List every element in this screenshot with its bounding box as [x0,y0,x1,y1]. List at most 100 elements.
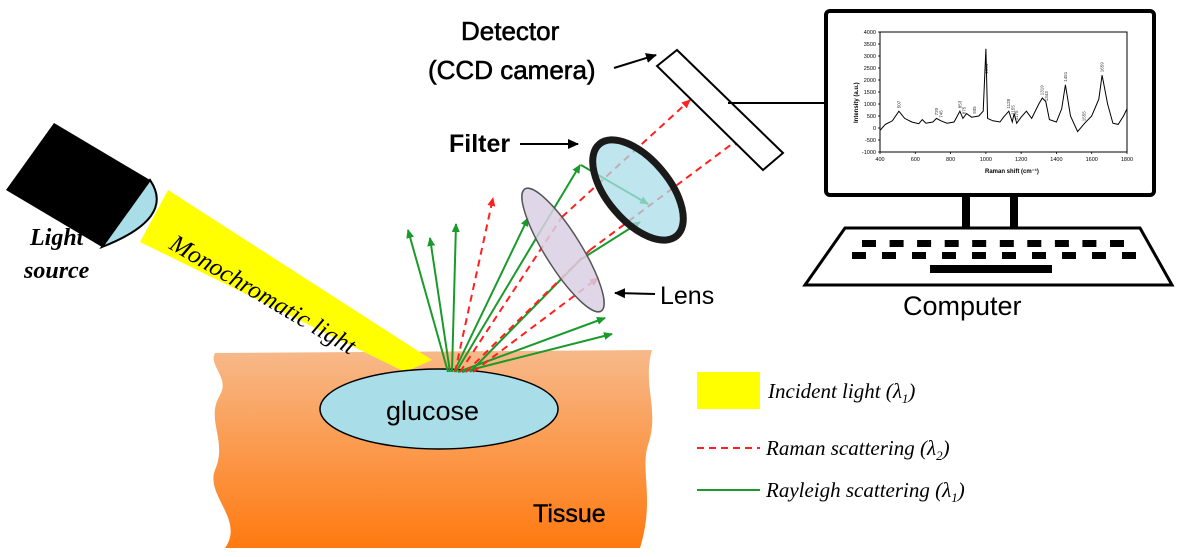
tissue-label: Tissue [533,500,606,528]
lens-pointer [614,288,656,299]
keyboard-key [1002,252,1016,259]
keyboard-key [1082,240,1097,247]
light-source-lens [99,178,158,250]
keyboard-key [999,240,1014,247]
keyboard-key [917,240,932,247]
keyboard-key [852,252,866,259]
keyboard-key [944,240,959,247]
rayleigh-ray [461,332,613,373]
monitor-stand-right [1010,196,1018,227]
spectrum-y-tick-label: 1000 [864,102,876,108]
raman-ray [454,197,496,373]
filter [589,136,687,244]
keyboard-key [1027,240,1042,247]
rayleigh-ray [451,223,460,373]
spectrum-y-tick-label: 0 [873,126,876,132]
spectrum-peak-label: 507 [896,100,901,108]
spectrum-axes-box [879,31,1128,153]
light-source [6,123,158,250]
spectrum-peak-label: 1319 [1040,85,1045,96]
rayleigh-ray [406,229,449,373]
keyboard-key [1122,252,1136,259]
spectrum-line [879,48,1128,133]
glucose-region [319,368,559,450]
spectrum-peak-label: 935 [972,106,977,114]
computer-label: Computer [903,291,1022,321]
keyboard-key [862,240,876,247]
keyboard-key [1062,252,1076,259]
legend-incident-label: Incident light (λ1) [767,379,915,406]
spectrum-y-tick-label: -1000 [862,150,876,156]
light-source-label-line2: source [23,258,90,284]
glucose-label: glucose [386,396,479,426]
spectrum-x-tick-label: 1600 [1086,157,1098,163]
keyboard-key [972,240,987,247]
keyboard-key [1054,240,1069,247]
spectrum-y-tick-label: 2000 [864,78,876,84]
lens-label: Lens [660,282,714,310]
keyboard-key [942,252,956,259]
keyboard-keys [852,240,1136,259]
lens [521,187,605,313]
legend-incident-swatch [697,372,760,409]
keyboard-key [1032,252,1046,259]
raman-ray [589,137,741,251]
spectrum-peak-label: 1343 [1044,91,1049,102]
light-source-body [6,123,150,247]
spectrum-peak-label: 1155 [1011,105,1016,115]
monitor-stand [962,196,970,227]
spectrum-y-tick-label: 1500 [864,90,876,96]
spectrum-peak-label: 875 [961,106,966,114]
spectrum-y-tick-label: 3000 [864,54,876,60]
spectrum-x-tick-label: 400 [875,157,884,163]
spectrum-y-tick-label: 500 [867,114,876,120]
rayleigh-ray [457,317,606,373]
beam-label: Monochromatic light [164,229,361,360]
detector-label-line1: Detector [461,16,560,46]
detector [655,48,785,172]
rayleigh-ray [427,237,451,373]
raman-ray [459,216,563,373]
spectrum-x-tick-label: 800 [946,157,955,163]
spectrum-x-tick-label: 1000 [980,157,992,163]
spectrum-peak-label: 1555 [1081,111,1086,122]
spectrum-y-ticks: 4000 3500 3000 2500 2000 1500 1000 500 0 -500 -100… [862,30,880,156]
spectrum-peak-label: 1451 [1063,71,1068,82]
legend: Incident light (λ1) Raman scattering (λ2… [697,372,965,505]
legend-rayleigh-label: Rayleigh scattering (λ1) [765,478,965,505]
incident-beam [140,190,432,372]
spectrum-peak-label: 720 [934,107,939,115]
spectrum-y-tick-label: -500 [865,138,876,144]
rayleigh-ray [453,217,529,373]
light-source-label-line1: Light [29,225,85,251]
raman-ray [472,277,599,373]
spectrum-x-tick-label: 600 [911,157,920,163]
keyboard-key [1092,252,1106,259]
spectrum-peak-label: 1128 [1006,98,1011,108]
spectrum-peak-label: 1659 [1100,62,1105,73]
spectrum-y-tick-label: 4000 [864,30,876,36]
spectrum-peak-label: 745 [938,110,943,118]
raman-spectrum-plot: 4000 3500 3000 2500 2000 1500 1000 500 0 -500 -100… [854,30,1133,175]
keyboard-key [882,252,896,259]
spectrum-peak-label: 853 [957,100,962,108]
keyboard-spacebar [930,265,1052,273]
keyboard-key [1110,240,1124,247]
detector-pointer [613,53,657,69]
spectrum-x-tick-label: 1800 [1121,157,1133,163]
keyboard-key [972,252,986,259]
keyboard-key [889,240,904,247]
spectrum-y-tick-label: 3500 [864,42,876,48]
keyboard-key [912,252,926,259]
legend-raman-label: Raman scattering (λ2) [765,436,950,463]
spectrum-peak-label: 1175 [1014,110,1019,120]
rayleigh-ray [455,164,581,373]
spectrum-ylabel: Intensity (a.u.) [854,82,860,123]
spectrum-y-tick-label: 2500 [864,66,876,72]
spectrum-xlabel: Raman shift (cm⁻¹) [985,168,1039,175]
filter-label: Filter [449,130,510,158]
detector-label-line2: (CCD camera) [428,55,596,85]
spectrum-x-tick-label: 1200 [1015,157,1027,163]
